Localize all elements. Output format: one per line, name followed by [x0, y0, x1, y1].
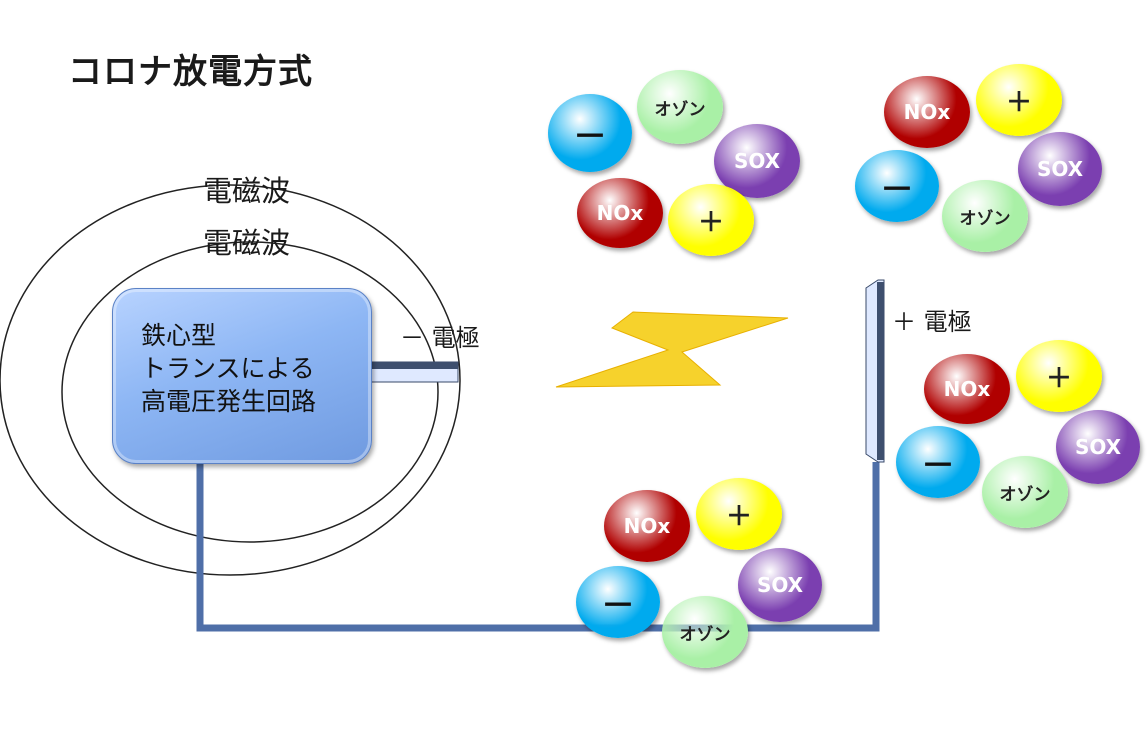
sox-ball: SOX — [1018, 132, 1102, 206]
ozone-ball: オゾン — [637, 70, 723, 144]
transformer-description: 鉄心型 トランスによる 高電圧発生回路 — [141, 319, 316, 418]
positive-electrode-plate-edge — [877, 282, 884, 460]
minus-ion-ball: － — [896, 426, 980, 498]
minus-ion-ball: － — [855, 150, 939, 222]
sox-ball: SOX — [1056, 410, 1140, 484]
nox-ball: NOx — [577, 178, 663, 248]
nox-ball: NOx — [604, 490, 690, 562]
high-voltage-transformer-box: 鉄心型 トランスによる 高電圧発生回路 — [112, 288, 372, 464]
transformer-line-1: 鉄心型 — [141, 321, 217, 350]
ozone-ball: オゾン — [982, 456, 1068, 528]
lightning-bolt — [555, 311, 789, 388]
nox-ball: NOx — [924, 354, 1010, 424]
negative-electrode-label: － 電極 — [400, 324, 480, 352]
positive-electrode-label: ＋ 電極 — [892, 308, 972, 336]
diagram-title: コロナ放電方式 — [68, 52, 313, 92]
negative-electrode-rod-top — [370, 362, 458, 369]
sox-ball: SOX — [714, 124, 800, 198]
ozone-ball: オゾン — [942, 180, 1028, 252]
nox-ball: NOx — [884, 76, 970, 148]
sox-ball: SOX — [738, 548, 822, 622]
ground-wire — [196, 462, 880, 632]
transformer-line-3: 高電圧発生回路 — [141, 387, 317, 416]
minus-ion-ball: － — [548, 94, 632, 172]
em-wave-outer-ring — [0, 184, 461, 576]
plus-ion-ball: ＋ — [668, 184, 754, 256]
em-wave-label-outer: 電磁波 — [203, 174, 291, 208]
em-wave-inner-ring — [61, 241, 439, 543]
transformer-line-2: トランスによる — [141, 354, 315, 383]
plus-ion-ball: ＋ — [976, 64, 1062, 136]
plus-ion-ball: ＋ — [696, 478, 782, 550]
ozone-ball: オゾン — [662, 596, 748, 668]
plus-ion-ball: ＋ — [1016, 340, 1102, 412]
minus-ion-ball: － — [576, 566, 660, 638]
em-wave-label-inner: 電磁波 — [203, 226, 291, 260]
